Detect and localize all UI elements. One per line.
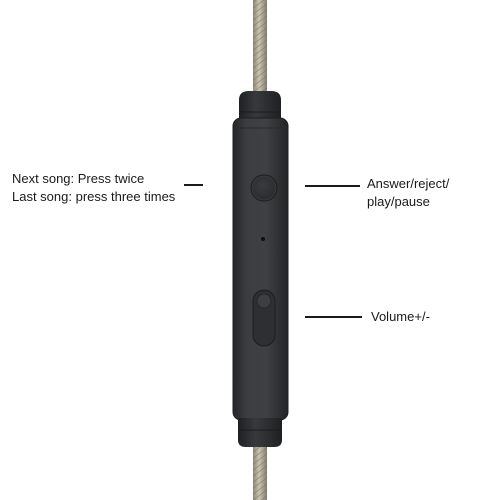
volume-label: Volume+/-	[371, 309, 430, 324]
remote-bottom-cap	[238, 418, 282, 447]
remote-body	[232, 117, 289, 421]
volume-rocker[interactable]	[252, 289, 276, 347]
next-song-label: Next song: Press twice	[12, 171, 145, 186]
play-pause-label: play/pause	[367, 194, 430, 209]
remote-top-cap	[239, 91, 281, 124]
next-last-leader-line	[184, 184, 203, 186]
answer-label: Answer/reject/	[367, 176, 450, 191]
cable-bottom	[253, 440, 267, 500]
volume-leader-line	[305, 316, 362, 318]
microphone-hole	[261, 237, 265, 241]
answer-leader-line	[305, 185, 360, 187]
multifunction-button[interactable]	[250, 174, 278, 202]
cable-top	[253, 0, 267, 96]
last-song-label: Last song: press three times	[12, 189, 176, 204]
